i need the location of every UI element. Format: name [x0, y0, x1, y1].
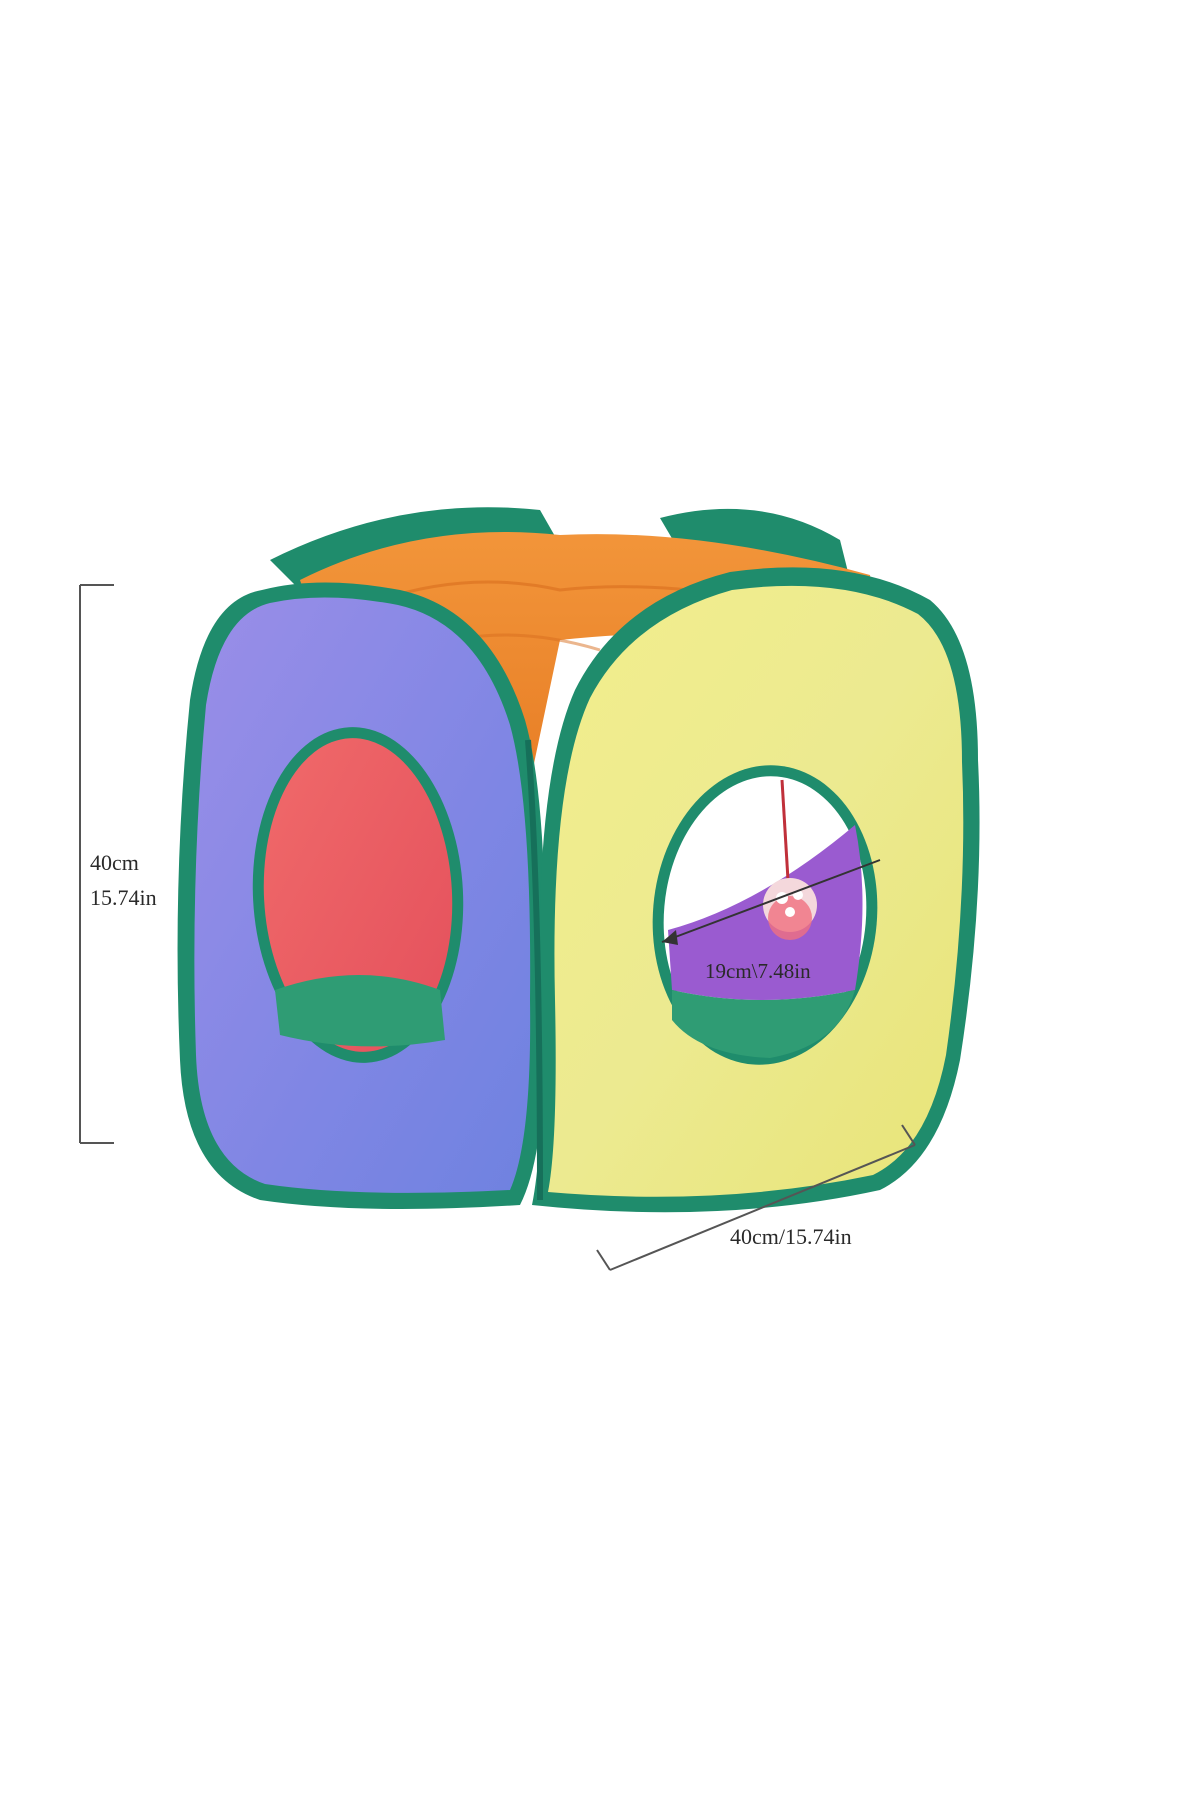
height-in-label: 15.74in — [90, 885, 157, 910]
height-dimension-bracket — [79, 584, 114, 1144]
width-label: 40cm/15.74in — [730, 1224, 852, 1249]
height-cm-label: 40cm — [90, 850, 139, 875]
cat-cube-tent — [177, 507, 980, 1213]
opening-dimension-arrow — [661, 859, 881, 945]
opening-label: 19cm\7.48in — [705, 959, 811, 983]
width-dimension-bracket — [596, 1124, 916, 1271]
